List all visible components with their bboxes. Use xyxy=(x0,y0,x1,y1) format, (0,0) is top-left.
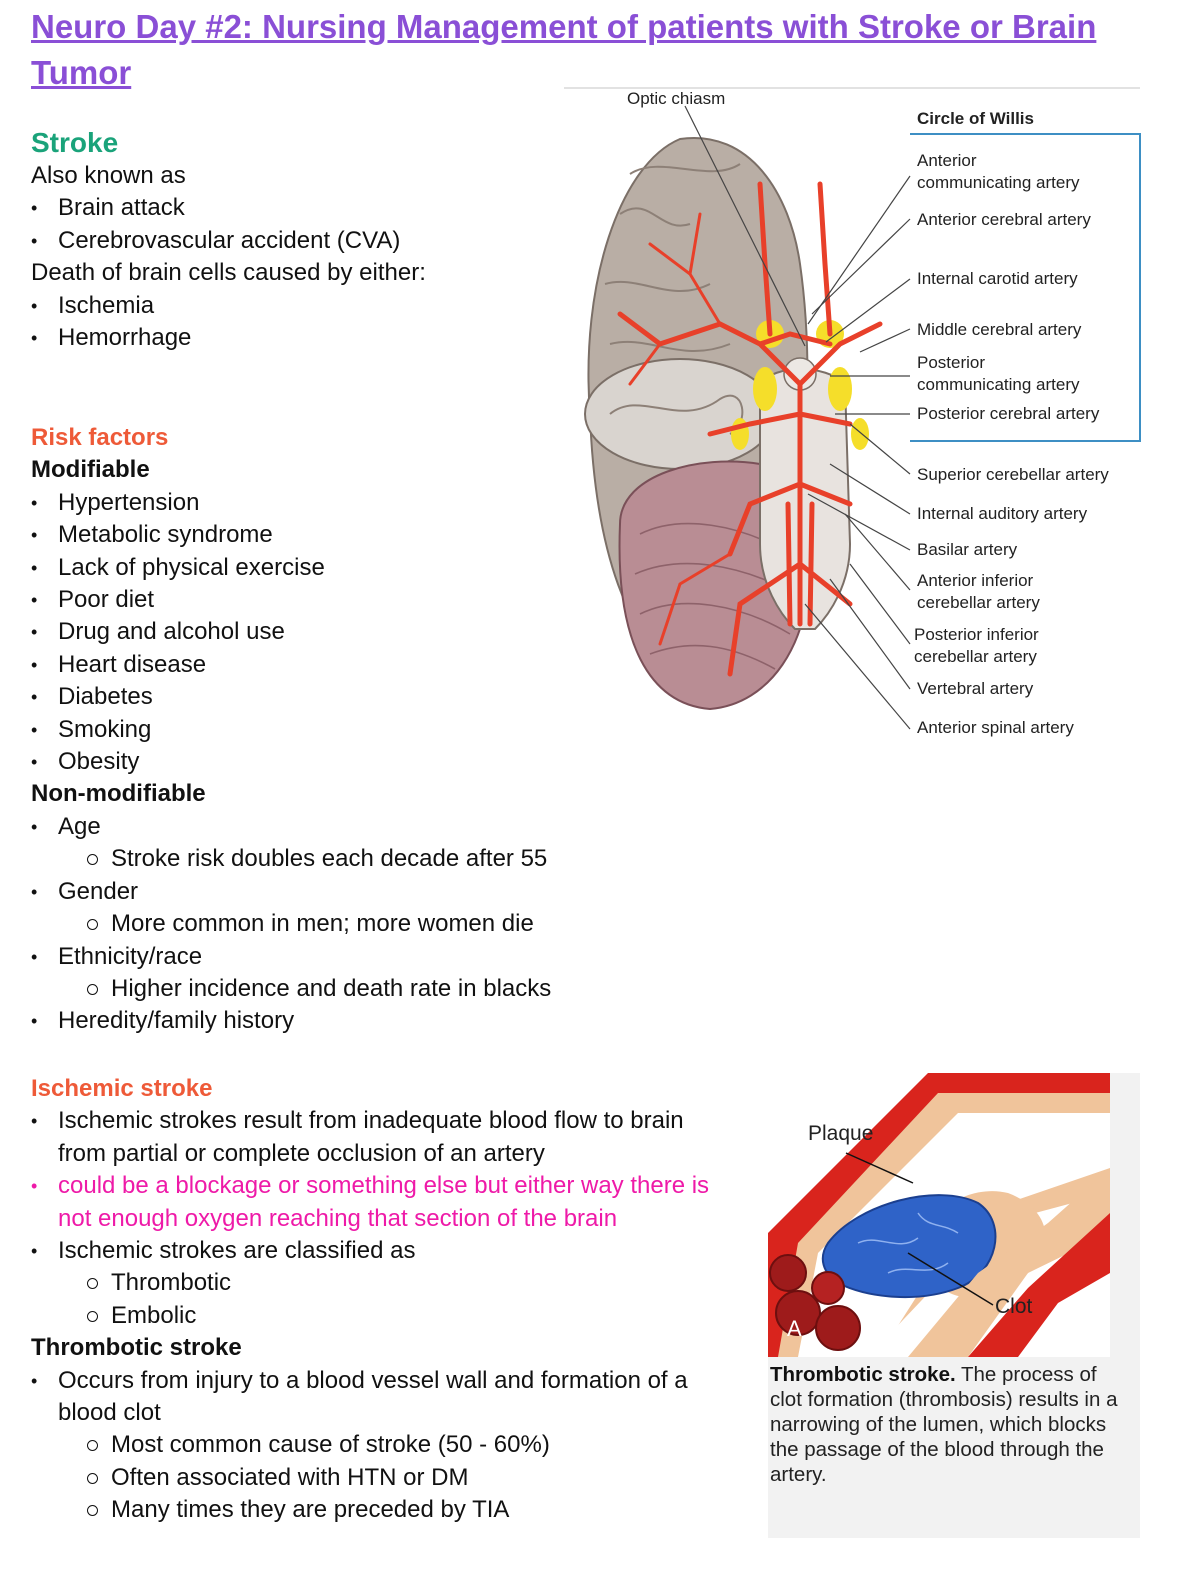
artery-label: Anterior inferior xyxy=(917,571,1034,590)
list-item: Gender xyxy=(31,876,671,909)
cause-list: Ischemia Hemorrhage xyxy=(31,290,551,355)
nonmodifiable-heading: Non-modifiable xyxy=(31,780,206,808)
clot-caption: Thrombotic stroke. The process of clot f… xyxy=(770,1362,1130,1487)
sub-list-item: Embolic xyxy=(31,1300,736,1332)
modifiable-list: Hypertension Metabolic syndrome Lack of … xyxy=(31,487,671,779)
stroke-heading: Stroke xyxy=(31,127,119,158)
list-item: Heart disease xyxy=(31,649,671,682)
artery-label: communicating artery xyxy=(917,173,1080,192)
artery-label: Superior cerebellar artery xyxy=(917,465,1109,484)
aka-list: Brain attack Cerebrovascular accident (C… xyxy=(31,192,551,257)
artery-label: Anterior xyxy=(917,151,977,170)
risk-heading: Risk factors xyxy=(31,424,169,451)
list-item: Lack of physical exercise xyxy=(31,552,671,585)
sub-list-item: Higher incidence and death rate in black… xyxy=(31,973,671,1005)
list-item: Drug and alcohol use xyxy=(31,616,671,649)
risk-section: Risk factors Modifiable Hypertension Met… xyxy=(31,422,671,1038)
clot-illustration xyxy=(768,1073,1110,1357)
optic-chiasm-label: Optic chiasm xyxy=(627,89,726,108)
list-item: Hypertension xyxy=(31,487,671,520)
artery-label: cerebellar artery xyxy=(914,647,1037,666)
modifiable-heading: Modifiable xyxy=(31,456,150,484)
list-item: Age xyxy=(31,811,671,844)
list-item: Hemorrhage xyxy=(31,322,551,355)
death-line: Death of brain cells caused by either: xyxy=(31,259,426,287)
thrombotic-heading: Thrombotic stroke xyxy=(31,1334,242,1362)
ischemic-list: Ischemic strokes result from inadequate … xyxy=(31,1105,736,1332)
sub-list-item: Stroke risk doubles each decade after 55 xyxy=(31,843,671,875)
sub-list-item: Thrombotic xyxy=(31,1267,736,1299)
circle-of-willis-figure: Optic chiasm Circle of Willis Anterior c… xyxy=(560,84,1150,754)
artery-label: cerebellar artery xyxy=(917,593,1040,612)
list-item: Metabolic syndrome xyxy=(31,519,671,552)
list-item: Smoking xyxy=(31,714,671,747)
list-item: Obesity xyxy=(31,746,671,779)
artery-label: Anterior spinal artery xyxy=(917,718,1074,737)
artery-label: communicating artery xyxy=(917,375,1080,394)
list-item-note: could be a blockage or something else bu… xyxy=(31,1170,736,1235)
sub-list-item: Most common cause of stroke (50 - 60%) xyxy=(31,1429,736,1461)
page-title: Neuro Day #2: Nursing Management of pati… xyxy=(31,8,1097,91)
artery-label: Middle cerebral artery xyxy=(917,320,1082,339)
list-item: Cerebrovascular accident (CVA) xyxy=(31,225,551,258)
clot-label: Clot xyxy=(995,1295,1033,1318)
thrombotic-list: Occurs from injury to a blood vessel wal… xyxy=(31,1365,736,1527)
list-item: Heredity/family history xyxy=(31,1005,671,1038)
stroke-section: Stroke Also known as Brain attack Cerebr… xyxy=(31,126,551,355)
circle-of-willis-title: Circle of Willis xyxy=(917,109,1034,128)
brain-illustration xyxy=(564,87,1141,730)
list-item: Poor diet xyxy=(31,584,671,617)
caption-bold: Thrombotic stroke. xyxy=(770,1363,956,1386)
artery-label: Posterior xyxy=(917,353,986,372)
list-item: Ischemic strokes are classified as xyxy=(31,1235,736,1268)
list-item: Ethnicity/race xyxy=(31,941,671,974)
sub-list-item: More common in men; more women die xyxy=(31,908,671,940)
artery-label: Posterior inferior xyxy=(914,625,1039,644)
panel-letter: A xyxy=(787,1316,802,1341)
caption-text: The process of clot formation (thrombosi… xyxy=(770,1363,1118,1486)
artery-label: Vertebral artery xyxy=(917,679,1034,698)
artery-label: Anterior cerebral artery xyxy=(917,210,1091,229)
ischemic-heading: Ischemic stroke xyxy=(31,1075,213,1102)
list-item: Diabetes xyxy=(31,681,671,714)
list-item: Brain attack xyxy=(31,192,551,225)
sub-list-item: Many times they are preceded by TIA xyxy=(31,1494,736,1526)
list-item: Occurs from injury to a blood vessel wal… xyxy=(31,1365,736,1430)
sub-list-item: Often associated with HTN or DM xyxy=(31,1462,736,1494)
artery-label: Internal carotid artery xyxy=(917,269,1078,288)
plaque-label: Plaque xyxy=(808,1122,874,1145)
thrombotic-stroke-figure: Plaque Clot A xyxy=(768,1073,1140,1538)
ischemic-section: Ischemic stroke Ischemic strokes result … xyxy=(31,1073,736,1527)
aka-line: Also known as xyxy=(31,162,186,189)
artery-label: Basilar artery xyxy=(917,540,1018,559)
artery-label: Internal auditory artery xyxy=(917,504,1088,523)
list-item: Ischemic strokes result from inadequate … xyxy=(31,1105,736,1170)
artery-label: Posterior cerebral artery xyxy=(917,404,1100,423)
list-item: Ischemia xyxy=(31,290,551,323)
nonmodifiable-list: Age Stroke risk doubles each decade afte… xyxy=(31,811,671,1038)
